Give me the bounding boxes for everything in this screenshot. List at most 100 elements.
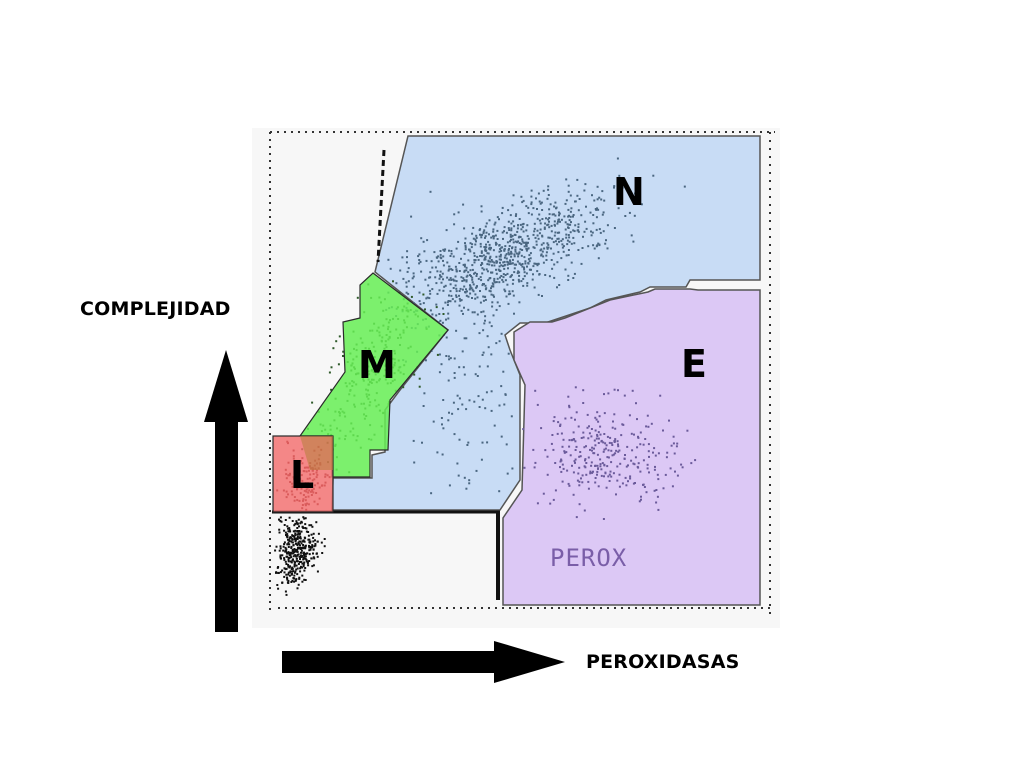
scatter-dot bbox=[439, 253, 442, 256]
scatter-dot bbox=[526, 265, 528, 268]
scatter-dot bbox=[521, 265, 524, 268]
scatter-dot bbox=[498, 281, 501, 284]
scatter-dot bbox=[564, 228, 567, 231]
scatter-dot bbox=[633, 214, 636, 217]
scatter-dot bbox=[422, 240, 425, 243]
scatter-dot bbox=[285, 573, 288, 576]
scatter-dot bbox=[287, 563, 290, 566]
scatter-dot bbox=[425, 259, 428, 262]
scatter-dot bbox=[295, 557, 298, 560]
scatter-dot bbox=[491, 305, 494, 308]
scatter-dot bbox=[420, 237, 423, 240]
scatter-dot bbox=[506, 472, 509, 475]
scatter-dot bbox=[279, 571, 282, 574]
scatter-dot bbox=[492, 249, 495, 252]
scatter-dot bbox=[439, 270, 442, 273]
scatter-dot bbox=[509, 262, 511, 265]
scatter-dot bbox=[593, 447, 595, 450]
scatter-dot bbox=[313, 557, 316, 560]
scatter-dot bbox=[293, 565, 296, 568]
scatter-dot bbox=[476, 255, 479, 258]
scatter-dot bbox=[481, 267, 484, 270]
scatter-dot bbox=[535, 240, 538, 243]
scatter-dot bbox=[578, 484, 581, 487]
scatter-dot bbox=[412, 272, 415, 275]
scatter-dot bbox=[593, 452, 596, 455]
scatter-dot bbox=[405, 285, 408, 288]
scatter-dot bbox=[580, 437, 583, 439]
scatter-dot bbox=[486, 252, 489, 255]
scatter-dot bbox=[608, 473, 611, 476]
scatter-dot bbox=[592, 214, 595, 216]
scatter-dot bbox=[577, 472, 580, 475]
scatter-dot bbox=[579, 455, 582, 458]
scatter-dot bbox=[503, 263, 506, 266]
scatter-dot bbox=[423, 392, 426, 395]
scatter-dot bbox=[523, 466, 526, 469]
scatter-dot bbox=[303, 561, 306, 564]
scatter-dot bbox=[532, 207, 535, 210]
scatter-dot bbox=[595, 208, 598, 211]
scatter-dot bbox=[527, 247, 530, 250]
scatter-dot bbox=[547, 218, 550, 221]
scatter-dot bbox=[449, 357, 452, 360]
scatter-dot bbox=[686, 429, 689, 432]
scatter-dot bbox=[563, 215, 566, 218]
scatter-dot bbox=[506, 241, 509, 244]
scatter-dot bbox=[291, 520, 294, 522]
scatter-dot bbox=[412, 439, 415, 442]
scatter-dot bbox=[482, 283, 484, 285]
scatter-dot bbox=[295, 549, 298, 552]
scatter-dot bbox=[574, 440, 577, 443]
scatter-dot bbox=[301, 525, 304, 528]
scatter-dot bbox=[299, 547, 302, 550]
scatter-dot bbox=[565, 236, 568, 239]
scatter-dot bbox=[515, 263, 517, 266]
scatter-dot bbox=[444, 284, 447, 287]
scatter-dot bbox=[522, 199, 525, 202]
scatter-dot bbox=[500, 275, 503, 277]
scatter-dot bbox=[559, 423, 562, 426]
scatter-dot bbox=[553, 220, 556, 223]
scatter-dot bbox=[558, 218, 560, 221]
scatter-dot bbox=[546, 224, 549, 227]
scatter-dot bbox=[299, 522, 302, 525]
scatter-dot bbox=[293, 563, 296, 566]
scatter-dot bbox=[460, 276, 463, 279]
scatter-dot bbox=[607, 475, 610, 478]
scatter-dot bbox=[458, 297, 461, 300]
scatter-dot bbox=[460, 257, 462, 260]
scatter-dot bbox=[463, 270, 466, 273]
scatter-dot bbox=[291, 570, 294, 573]
scatter-dot bbox=[635, 402, 637, 405]
scatter-dot bbox=[591, 446, 594, 449]
scatter-dot bbox=[289, 560, 292, 563]
scatter-dot bbox=[296, 560, 299, 563]
scatter-dot bbox=[601, 213, 604, 216]
scatter-dot bbox=[482, 351, 485, 354]
scatter-dot bbox=[517, 278, 520, 281]
scatter-dot bbox=[562, 245, 565, 248]
scatter-dot bbox=[464, 244, 467, 247]
scatter-dot bbox=[541, 295, 543, 297]
scatter-dot bbox=[474, 271, 477, 274]
scatter-dot bbox=[498, 269, 501, 272]
scatter-dot bbox=[463, 263, 466, 266]
scatter-dot bbox=[530, 213, 533, 216]
scatter-dot bbox=[496, 277, 499, 280]
scatter-dot bbox=[491, 260, 494, 263]
scatter-dot bbox=[551, 237, 554, 240]
scatter-dot bbox=[625, 465, 628, 468]
scatter-dot bbox=[298, 577, 301, 580]
scatter-dot bbox=[297, 546, 300, 549]
scatter-dot bbox=[286, 576, 288, 579]
scatter-dot bbox=[527, 237, 530, 240]
scatter-dot bbox=[480, 210, 483, 213]
scatter-dot bbox=[449, 290, 452, 293]
scatter-dot bbox=[453, 223, 456, 226]
scatter-dot bbox=[500, 249, 503, 252]
scatter-dot bbox=[471, 268, 474, 271]
scatter-dot bbox=[429, 190, 432, 193]
scatter-dot bbox=[299, 537, 302, 540]
scatter-dot bbox=[613, 227, 616, 229]
